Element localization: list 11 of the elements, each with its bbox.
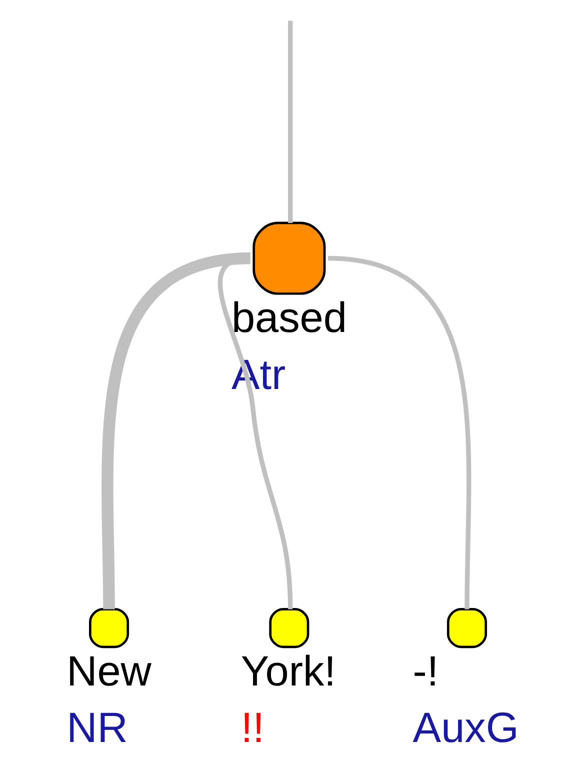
- connector: [217, 256, 292, 610]
- node-label: York!: [240, 648, 336, 695]
- connector: [101, 252, 250, 610]
- node-label: NR: [66, 704, 128, 752]
- node-label: -!: [412, 648, 438, 695]
- node-label: AuxG: [412, 704, 518, 752]
- connector: [288, 20, 292, 223]
- node-label: !!: [240, 704, 264, 752]
- node-label: based: [230, 294, 346, 342]
- connector: [327, 256, 471, 610]
- node-label: New: [66, 648, 151, 695]
